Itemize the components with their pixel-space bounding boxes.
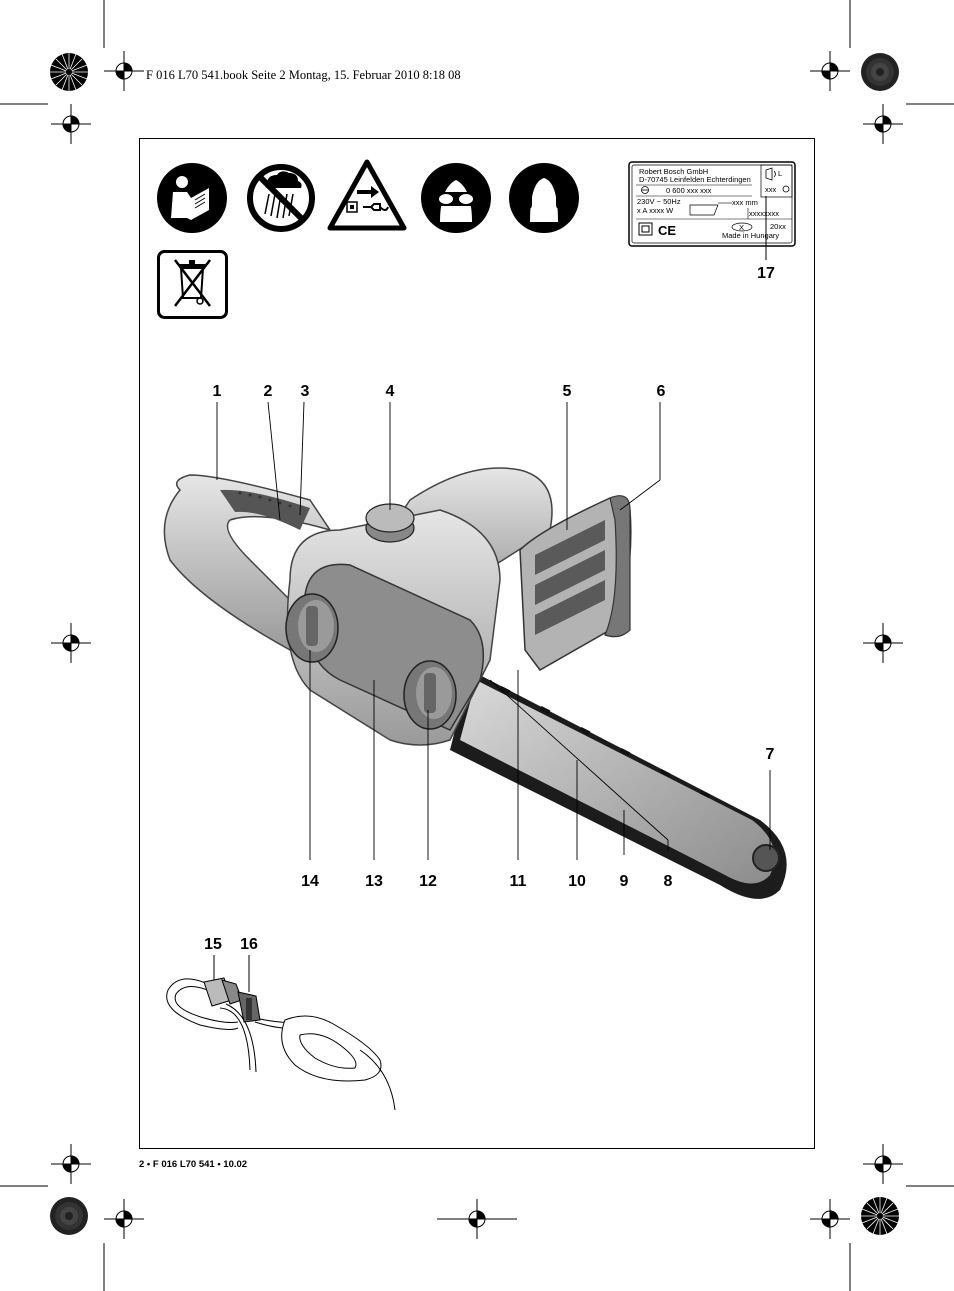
- leader-line-17: [765, 196, 767, 260]
- chainsaw-illustration: [163, 401, 787, 899]
- figure-frame: [139, 138, 815, 1149]
- ce-mark: CE: [658, 223, 676, 238]
- unplug-warning-icon: [327, 159, 407, 231]
- callout-15: 15: [204, 936, 222, 953]
- callout-4: 4: [385, 383, 395, 400]
- plug: [203, 977, 243, 1007]
- callout-6: 6: [656, 383, 666, 400]
- oil-tank-cap: [365, 503, 415, 543]
- front-hand-guard: [519, 497, 632, 671]
- weee-disposal-icon: [157, 250, 228, 319]
- double-insulation-icon: [638, 222, 653, 236]
- guide-bar: [450, 670, 787, 899]
- rating-plate-x-mark: X: [739, 223, 744, 232]
- callout-16: 16: [240, 936, 258, 953]
- rating-plate-voltage: 230V ~ 50Hz: [637, 197, 681, 206]
- callout-7: 7: [765, 746, 775, 763]
- clamping-knob-front: [285, 593, 339, 663]
- rating-plate-chain: xxx: [765, 185, 777, 194]
- callout-11: 11: [509, 873, 527, 890]
- rating-plate-origin: Made in Hungary: [722, 231, 779, 240]
- bosch-logo-icon: [641, 186, 649, 194]
- page-footer: 2 • F 016 L70 541 • 10.02: [139, 1159, 248, 1170]
- callout-13: 13: [365, 873, 383, 890]
- callout-2: 2: [263, 383, 273, 400]
- callout-17: 17: [757, 265, 775, 282]
- rating-plate-serial: xxxxxxxx: [749, 209, 779, 218]
- callout-8: 8: [663, 873, 673, 890]
- rating-plate-power: x A xxxx W: [637, 206, 674, 215]
- ear-protection-icon: [509, 163, 579, 233]
- read-manual-icon: [157, 163, 227, 233]
- cable-strain-relief-detail: [166, 955, 396, 1111]
- rating-plate-part-no: 0 600 xxx xxx: [666, 186, 712, 195]
- callout-5: 5: [562, 383, 572, 400]
- callout-10: 10: [568, 873, 586, 890]
- callout-12: 12: [419, 873, 437, 890]
- no-rain-icon: [247, 164, 315, 232]
- lwa-sound-icon: [765, 167, 776, 181]
- cable-strain-relief: [237, 991, 261, 1023]
- callout-1: 1: [212, 383, 222, 400]
- clamping-knob-rear: [403, 660, 457, 730]
- rating-plate-year: 20xx: [770, 222, 786, 231]
- rating-plate-bar-length: xxx mm: [732, 198, 758, 207]
- callout-9: 9: [619, 873, 629, 890]
- callout-3: 3: [300, 383, 310, 400]
- front-handle: [604, 495, 631, 638]
- rating-plate-address: D-70745 Leinfelden Echterdingen: [639, 175, 751, 184]
- starburst-target-icon: [50, 53, 899, 1235]
- crosshair-icon: [51, 51, 903, 1239]
- book-header: F 016 L70 541.book Seite 2 Montag, 15. F…: [146, 68, 461, 82]
- chain-speed-icon: [782, 185, 790, 193]
- rating-plate-lwa: L: [778, 169, 782, 178]
- rating-plate-maker: Robert Bosch GmbH: [639, 167, 708, 176]
- callout-14: 14: [301, 873, 319, 890]
- eye-protection-icon: [421, 163, 491, 233]
